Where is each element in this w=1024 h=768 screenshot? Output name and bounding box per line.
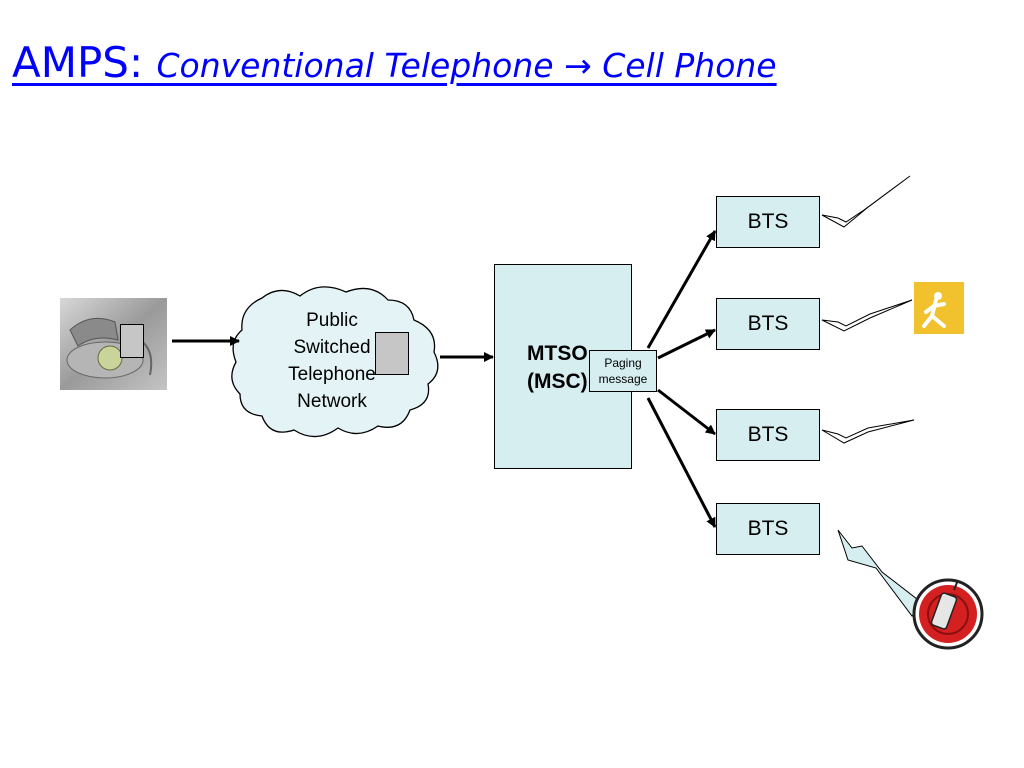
cell-phone-icon — [912, 578, 984, 650]
radio-signal-icon — [837, 529, 923, 617]
bts-box-4: BTS — [716, 503, 820, 555]
arrow-mtso-to-bts-3 — [657, 388, 716, 436]
call-request-square — [120, 324, 144, 358]
pstn-label: Public Switched Telephone Network — [262, 307, 402, 415]
radio-signal-icon — [821, 419, 915, 444]
mtso-label-line-1: MTSO — [527, 342, 588, 365]
walking-person-icon — [914, 282, 964, 334]
mtso-label-line-2: (MSC) — [527, 370, 588, 393]
title-main: AMPS: — [12, 38, 157, 87]
bts-box-2: BTS — [716, 298, 820, 350]
arrow-mtso-to-bts-1 — [646, 230, 717, 349]
radio-signal-icon — [821, 299, 913, 332]
bts-box-1: BTS — [716, 196, 820, 248]
paging-message-box: Paging message — [589, 350, 657, 392]
pstn-label-line-1: Public — [306, 310, 358, 331]
pstn-label-line-2: Switched — [293, 337, 371, 358]
title-subtitle: Conventional Telephone → Cell Phone — [156, 46, 777, 85]
paging-label-line-2: message — [598, 372, 648, 386]
bts-box-3: BTS — [716, 409, 820, 461]
paging-label-line-1: Paging — [604, 356, 642, 370]
pstn-label-line-3: Telephone — [288, 364, 376, 385]
desk-telephone-icon — [60, 298, 167, 390]
pstn-cloud — [231, 286, 439, 438]
mtso-label: MTSO (MSC) — [527, 340, 588, 396]
arrow-mtso-to-bts-4 — [646, 397, 717, 528]
call-request-square — [375, 332, 409, 375]
radio-signal-icon — [821, 175, 911, 228]
arrow-mtso-to-bts-2 — [657, 328, 716, 360]
page-title: AMPS: Conventional Telephone → Cell Phon… — [12, 38, 777, 87]
pstn-label-line-4: Network — [297, 391, 367, 412]
